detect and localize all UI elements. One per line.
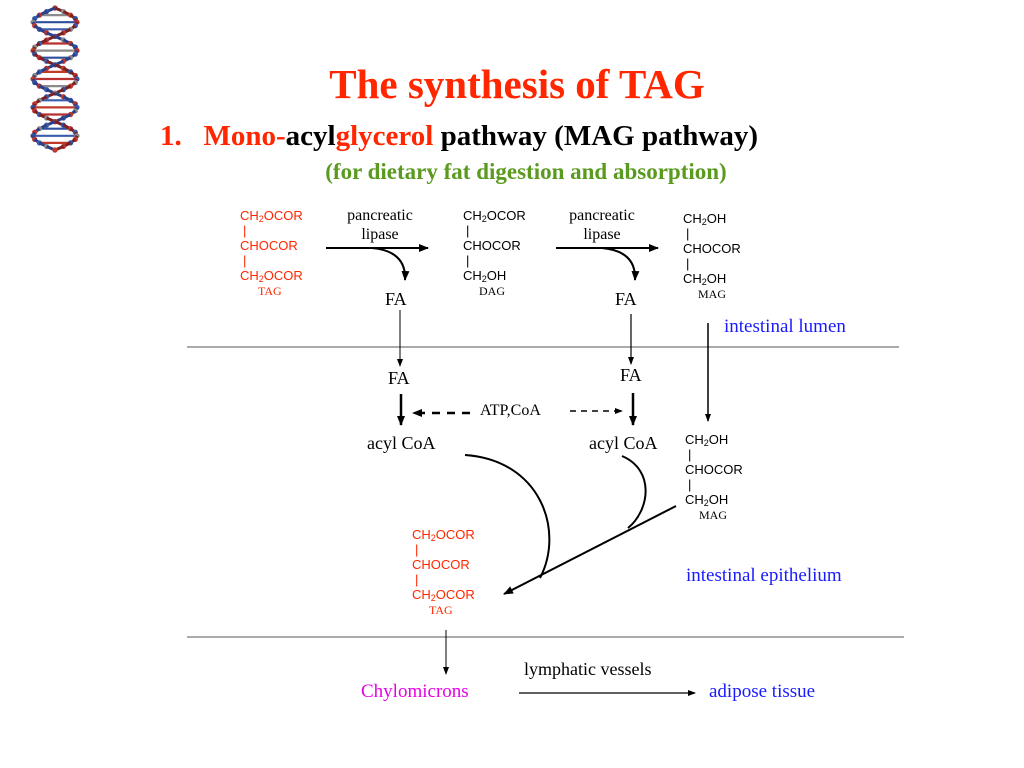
acyl-coa-curve-2 (621, 455, 647, 529)
molecule-mag-lumen: CH2OH | CHOCOR | CH2OH MAG (683, 211, 741, 302)
fa-label-lumen-1: FA (385, 289, 407, 309)
fa-release-arrow-1 (371, 247, 410, 281)
subtitle-mono: Mono- (203, 120, 286, 152)
region-intestinal-epithelium: intestinal epithelium (686, 565, 842, 586)
mag-cell-caption: MAG (699, 508, 728, 522)
bond: | (243, 223, 247, 238)
bond: | (688, 447, 692, 462)
fa-label-cell-1: FA (388, 368, 410, 388)
subtitle: 1. Mono-acylglycerol pathway (MAG pathwa… (160, 120, 758, 153)
dag-line1: CH2OCOR (463, 208, 526, 224)
bond: | (415, 542, 419, 557)
bond: | (686, 256, 690, 271)
tag-dietary-line2: CHOCOR (240, 238, 298, 253)
fa-release-arrow-2 (601, 247, 640, 281)
subtitle-glycerol: glycerol (335, 120, 434, 152)
acyl-coa-label-2: acyl CoA (589, 433, 658, 453)
bond: | (686, 226, 690, 241)
molecule-mag-cell: CH2OH | CHOCOR | CH2OH MAG (685, 432, 743, 523)
molecule-dag: CH2OCOR | CHOCOR | CH2OH DAG (463, 208, 526, 299)
acyl-coa-curve-1 (464, 454, 551, 579)
tag-dietary-line1: CH2OCOR (240, 208, 303, 224)
tag-new-caption: TAG (429, 603, 453, 617)
subtitle-acyl: acyl (285, 120, 336, 152)
tag-dietary-line3: CH2OCOR (240, 268, 303, 284)
tag-dietary-caption: TAG (258, 284, 282, 298)
mag-cell-line2: CHOCOR (685, 462, 743, 477)
slide-title: The synthesis of TAG (329, 61, 705, 107)
mag-lumen-line3: CH2OH (683, 271, 727, 287)
tag-new-line3: CH2OCOR (412, 587, 475, 603)
lymphatic-vessels-label: lymphatic vessels (524, 659, 652, 679)
molecule-tag-dietary: CH2OCOR | CHOCOR | CH2OCOR TAG (240, 208, 303, 299)
fa-label-cell-2: FA (620, 365, 642, 385)
enzyme-label-2: pancreatic lipase (569, 207, 635, 243)
mag-lumen-line1: CH2OH (683, 211, 727, 227)
dna-atom (52, 147, 58, 153)
dag-line2: CHOCOR (463, 238, 521, 253)
adipose-tissue-label: adipose tissue (709, 681, 816, 702)
mag-cell-line3: CH2OH (685, 492, 729, 508)
tag-new-line2: CHOCOR (412, 557, 470, 572)
mag-cell-line1: CH2OH (685, 432, 729, 448)
region-intestinal-lumen: intestinal lumen (724, 316, 846, 337)
bond: | (688, 477, 692, 492)
dna-helix-icon (30, 5, 80, 153)
mag-to-tag-arrow (503, 505, 677, 595)
atp-coa-label: ATP,CoA (480, 402, 541, 419)
acyl-coa-label-1: acyl CoA (367, 433, 436, 453)
subtitle-note: (for dietary fat digestion and absorptio… (325, 159, 727, 184)
subtitle-pathway: pathway (MAG pathway) (433, 120, 758, 152)
bond: | (415, 572, 419, 587)
fa-label-lumen-2: FA (615, 289, 637, 309)
molecule-tag-resynthesized: CH2OCOR | CHOCOR | CH2OCOR TAG (412, 527, 475, 618)
dag-line3: CH2OH (463, 268, 507, 284)
bond: | (243, 253, 247, 268)
bond: | (466, 223, 470, 238)
tag-new-line1: CH2OCOR (412, 527, 475, 543)
chylomicrons-label: Chylomicrons (361, 681, 469, 702)
mag-lumen-line2: CHOCOR (683, 241, 741, 256)
subtitle-number: 1. (160, 120, 182, 152)
bond: | (466, 253, 470, 268)
enzyme-label-1: pancreatic lipase (347, 207, 413, 243)
mag-lumen-caption: MAG (698, 287, 727, 301)
dag-caption: DAG (479, 284, 505, 298)
